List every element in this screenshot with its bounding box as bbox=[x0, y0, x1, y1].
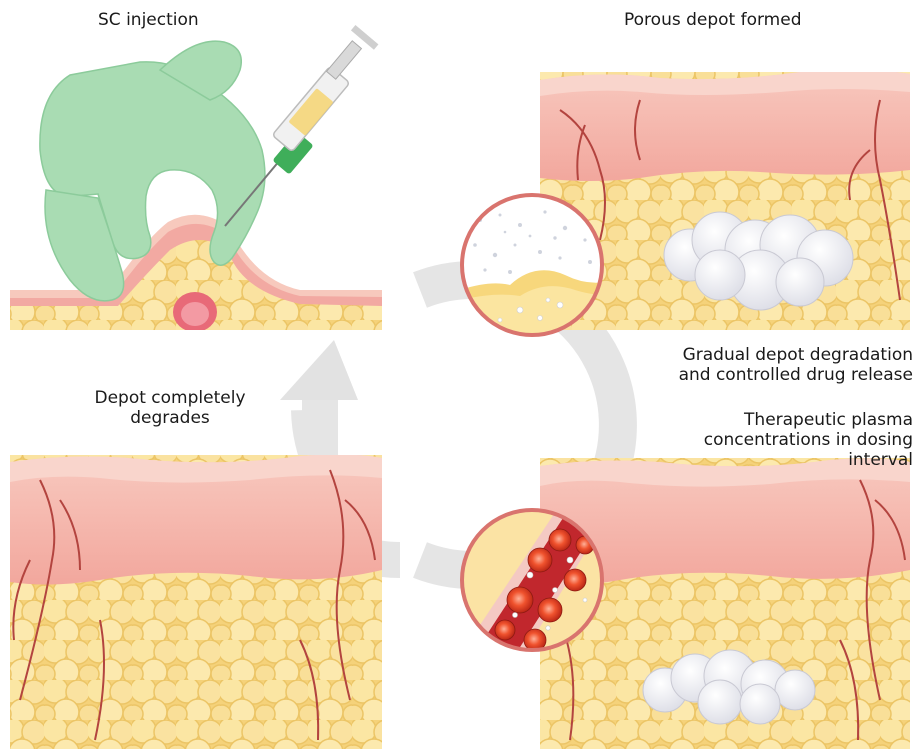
porous-depot-label: Porous depot formed bbox=[624, 10, 802, 30]
plasma-label-line1: Therapeutic plasma bbox=[704, 410, 913, 430]
injection-panel bbox=[10, 0, 382, 332]
sc-injection-label: SC injection bbox=[98, 10, 199, 30]
plasma-label-line2: concentrations in dosing bbox=[704, 430, 913, 450]
plasma-label-line3: interval bbox=[704, 450, 913, 470]
plasma-label: Therapeutic plasma concentrations in dos… bbox=[704, 410, 913, 470]
degradation-label-line2: and controlled drug release bbox=[679, 365, 913, 385]
depot-degrades-line2: degrades bbox=[60, 408, 280, 428]
degradation-label-line1: Gradual depot degradation bbox=[679, 345, 913, 365]
degraded-panel bbox=[10, 454, 382, 749]
depot-degrades-label: Depot completely degrades bbox=[60, 388, 280, 428]
depot-degrades-line1: Depot completely bbox=[60, 388, 280, 408]
degradation-label: Gradual depot degradation and controlled… bbox=[679, 345, 913, 385]
